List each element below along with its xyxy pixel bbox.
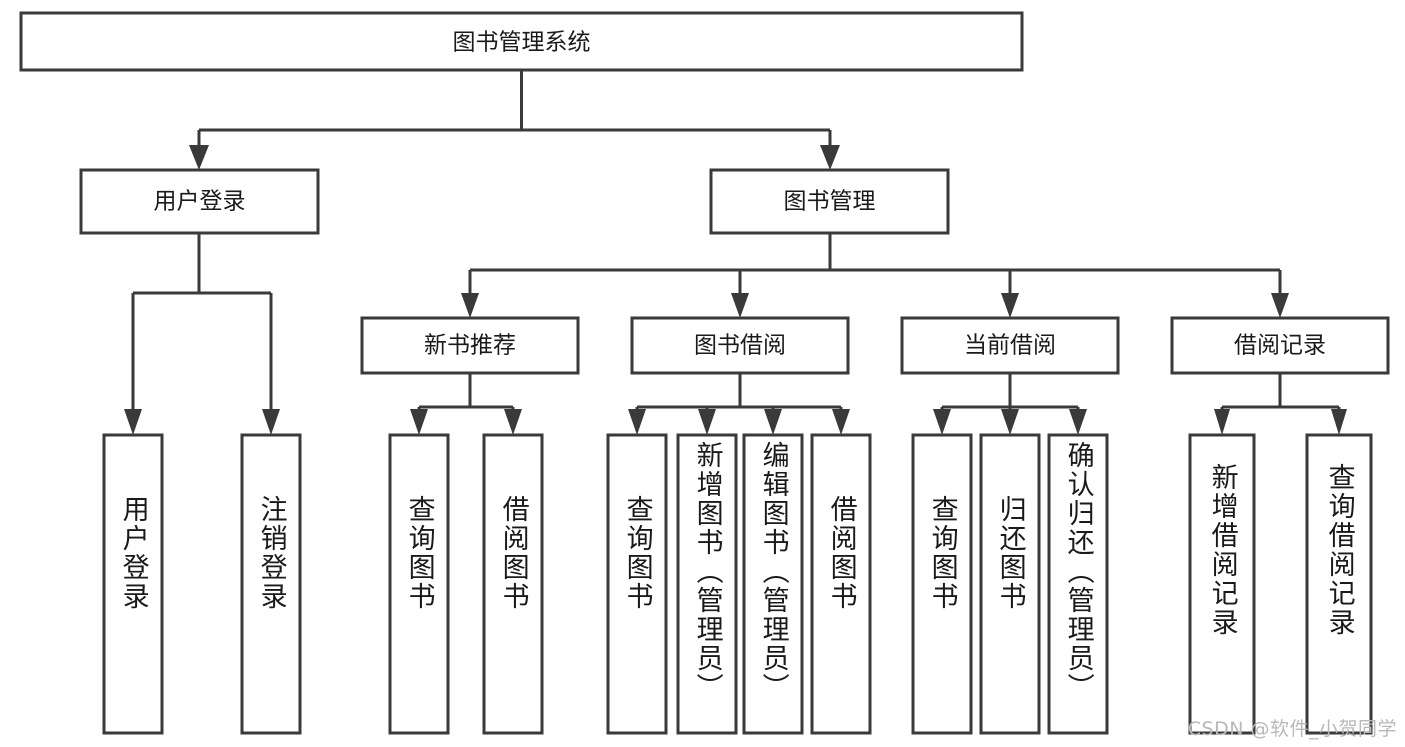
leaf-borrow-records-query-record[interactable] — [1305, 433, 1373, 735]
leaf-book-borrow-edit-book-admin[interactable] — [742, 433, 804, 735]
node-user-login[interactable] — [79, 168, 320, 235]
arrow-leaf-current-borrow-1 — [933, 409, 951, 435]
node-borrow-records[interactable] — [1170, 316, 1390, 375]
arrow-to-book-borrow — [731, 293, 749, 318]
node-user-login-label: 用户登录 — [154, 189, 246, 215]
arrow-to-borrow-records — [1271, 293, 1289, 318]
node-book-management-label: 图书管理 — [784, 189, 876, 215]
leaf-new-book-borrow-book[interactable] — [482, 433, 544, 735]
leaf-current-borrow-confirm-return-admin[interactable] — [1047, 433, 1109, 735]
node-new-book-recommend-label: 新书推荐 — [424, 333, 516, 359]
node-root-label: 图书管理系统 — [453, 30, 591, 56]
arrow-to-book-mgmt — [820, 145, 840, 170]
arrow-leaf-current-borrow-2 — [1001, 409, 1019, 435]
arrow-leaf-user-login-1 — [124, 409, 142, 435]
leaf-user-login-login[interactable] — [102, 433, 164, 735]
node-book-borrow-label: 图书借阅 — [694, 333, 786, 359]
arrow-leaf-user-login-2 — [262, 409, 280, 435]
arrow-leaf-book-borrow-1 — [628, 409, 646, 435]
leaf-new-book-query-book[interactable] — [388, 433, 450, 735]
arrow-leaf-book-borrow-3 — [764, 409, 782, 435]
arrow-to-current-borrow — [1001, 293, 1019, 318]
arrow-to-new-book — [461, 293, 479, 318]
arrow-leaf-borrow-records-2 — [1331, 409, 1347, 435]
leaf-current-borrow-query-book[interactable] — [911, 433, 973, 735]
node-current-borrow-label: 当前借阅 — [964, 333, 1056, 359]
node-current-borrow[interactable] — [900, 316, 1120, 375]
leaf-book-borrow-query-book[interactable] — [606, 433, 668, 735]
arrow-leaf-new-book-1 — [410, 409, 428, 435]
connector-layer — [124, 70, 1347, 435]
leaf-borrow-records-add-record[interactable] — [1188, 433, 1256, 735]
arrow-leaf-book-borrow-4 — [832, 409, 850, 435]
leaf-book-borrow-add-book-admin[interactable] — [676, 433, 738, 735]
node-book-borrow[interactable] — [630, 316, 850, 375]
node-borrow-records-label: 借阅记录 — [1234, 333, 1326, 359]
node-new-book-recommend[interactable] — [360, 316, 580, 375]
leaf-book-borrow-borrow-book[interactable] — [810, 433, 872, 735]
node-layer: 图书管理系统 用户登录 图书管理 新书推荐 图书借阅 当前借阅 借阅记录 — [19, 11, 1390, 735]
leaf-user-login-logout[interactable] — [240, 433, 302, 735]
arrow-leaf-borrow-records-1 — [1214, 409, 1230, 435]
node-root-book-management-system[interactable] — [19, 11, 1024, 72]
arrow-leaf-new-book-2 — [504, 409, 522, 435]
arrow-to-user-login — [189, 145, 209, 170]
leaf-current-borrow-return-book[interactable] — [979, 433, 1041, 735]
arrow-leaf-current-borrow-3 — [1069, 409, 1087, 435]
arrow-leaf-book-borrow-2 — [698, 409, 716, 435]
node-book-management[interactable] — [709, 168, 950, 235]
csdn-watermark: CSDN @软件_小贺同学 — [1187, 718, 1397, 740]
